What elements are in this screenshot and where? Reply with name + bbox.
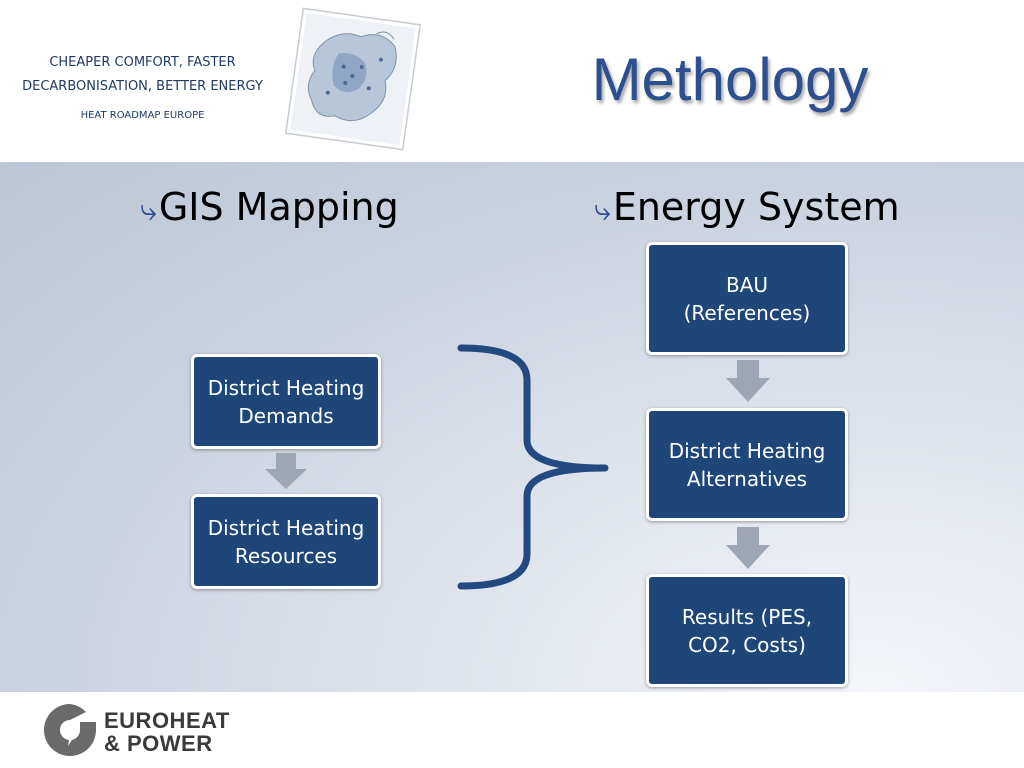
euroheat-logo-icon [44,704,96,756]
down-arrow-icon [726,360,770,402]
gis-mapping-heading: ⤷GIS Mapping [140,188,399,226]
curved-arrow-icon: ⤷ [594,193,611,228]
europe-map-image [284,7,422,151]
bau-box: BAU (References) [646,242,848,355]
dh-demands-label: District Heating Demands [207,375,365,428]
tagline-line-1: CHEAPER COMFORT, FASTER [49,55,236,70]
logo-line-1: EUROHEAT [104,708,230,733]
dh-resources-label: District Heating Resources [207,515,365,568]
dh-resources-box: District Heating Resources [191,494,381,589]
bau-label: BAU (References) [683,272,811,325]
content-area [0,162,1024,692]
tagline-line-2: DECARBONISATION, BETTER ENERGY [22,79,263,94]
footer-band: EUROHEAT & POWER [0,692,1024,768]
results-label: Results (PES, CO2, Costs) [681,604,813,657]
down-arrow-icon [265,453,307,489]
dh-alternatives-label: District Heating Alternatives [668,438,826,491]
down-arrow-icon [726,527,770,569]
curved-arrow-icon: ⤷ [140,193,157,228]
results-box: Results (PES, CO2, Costs) [646,574,848,687]
header-band: CHEAPER COMFORT, FASTER DECARBONISATION,… [0,0,1024,162]
energy-system-label: Energy System [612,185,900,229]
logo-line-2: & POWER [104,731,213,756]
dh-alternatives-box: District Heating Alternatives [646,408,848,521]
dh-demands-box: District Heating Demands [191,354,381,449]
gis-mapping-label: GIS Mapping [158,185,399,229]
tagline-line-3: HEAT ROADMAP EUROPE [80,110,205,121]
energy-system-heading: ⤷Energy System [594,188,900,226]
right-brace-icon [457,344,609,590]
page-title: Methology [591,46,869,113]
